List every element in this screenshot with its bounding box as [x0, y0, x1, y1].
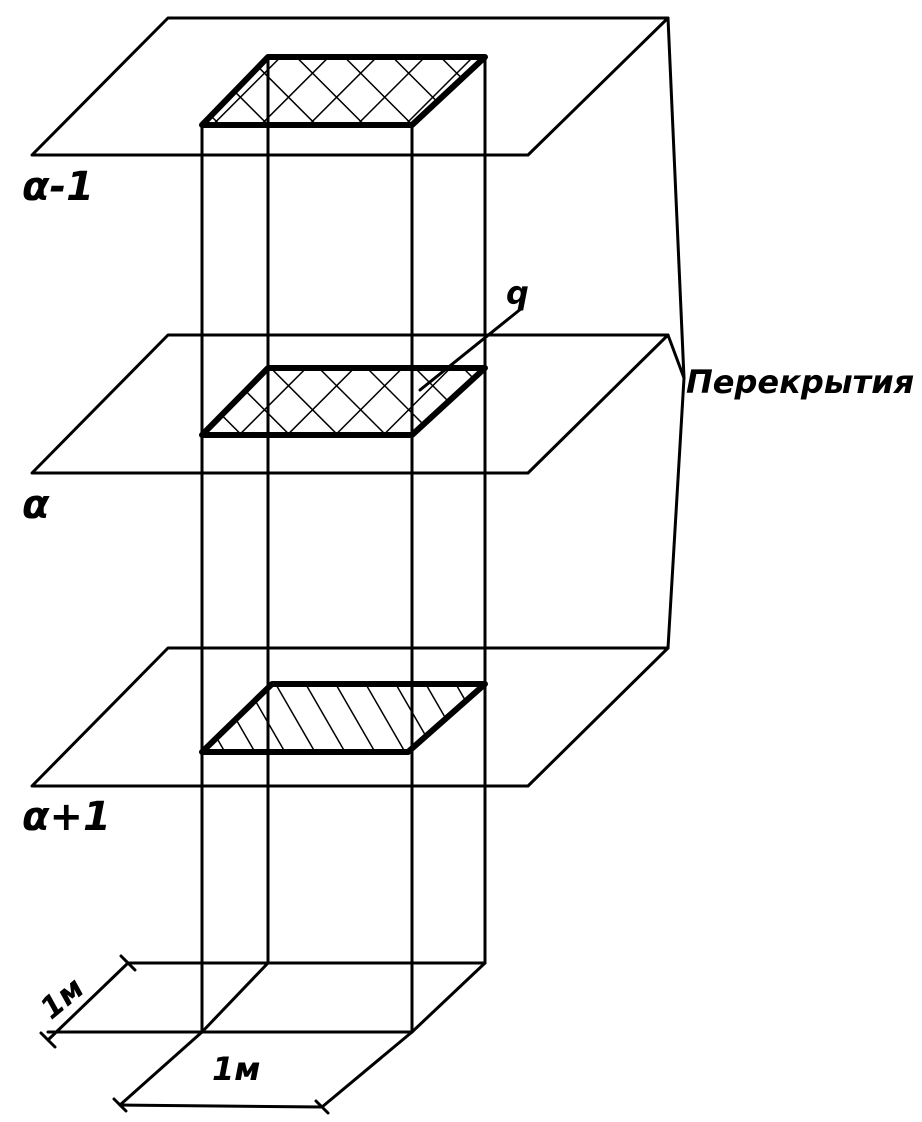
floors-label: Перекрытия — [686, 363, 914, 401]
level-top-label: α-1 — [22, 164, 94, 210]
slab-middle — [30, 333, 670, 475]
base-square — [46, 961, 487, 1034]
q-leader — [418, 306, 524, 392]
section-top — [199, 54, 488, 128]
dim-width-label: 1м — [212, 1050, 260, 1088]
section-middle — [199, 365, 488, 438]
floors-leader — [666, 16, 686, 650]
dimension-width — [112, 1030, 414, 1115]
slab-top — [30, 16, 670, 157]
dim-depth-label: 1м — [34, 971, 91, 1027]
slab-bottom — [30, 646, 670, 788]
q-label: q — [506, 274, 529, 312]
dimension-depth — [39, 954, 137, 1049]
level-mid-label: α — [22, 482, 50, 528]
level-bottom-label: α+1 — [22, 794, 111, 840]
section-bottom — [199, 681, 488, 755]
column-edges — [200, 55, 487, 1034]
